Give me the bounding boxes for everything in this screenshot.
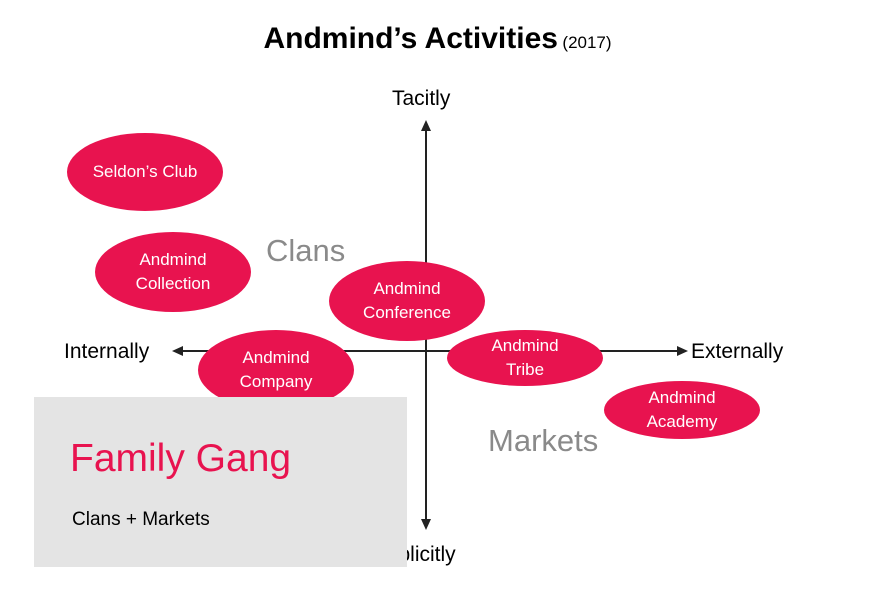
bubble-label: Conference bbox=[363, 303, 451, 322]
bubble-label: Company bbox=[239, 372, 313, 391]
title-year: (2017) bbox=[562, 33, 612, 52]
bubble-andmind-company: Andmind Company bbox=[198, 330, 354, 410]
bubble-andmind-tribe: Andmind Tribe bbox=[447, 330, 603, 386]
diagram-title: Andmind’s Activities (2017) bbox=[0, 22, 875, 56]
bubble-label: Andmind bbox=[373, 279, 441, 298]
bubble-andmind-academy: Andmind Academy bbox=[604, 381, 760, 439]
bubble-label: Academy bbox=[646, 412, 718, 431]
family-gang-title: Family Gang bbox=[70, 437, 292, 480]
title-main: Andmind’s Activities bbox=[263, 22, 558, 55]
vertical-axis-arrow-up bbox=[421, 120, 431, 131]
bubble-andmind-collection: Andmind Collection bbox=[95, 232, 251, 312]
axis-label-left: Internally bbox=[64, 340, 150, 363]
quadrant-label-clans: Clans bbox=[266, 233, 346, 268]
axis-label-right: Externally bbox=[691, 340, 784, 363]
family-gang-subtitle: Clans + Markets bbox=[72, 509, 210, 530]
horizontal-axis-arrow-left bbox=[172, 346, 183, 356]
bubble-label: Andmind bbox=[648, 388, 716, 407]
vertical-axis-arrow-down bbox=[421, 519, 431, 530]
horizontal-axis-arrow-right bbox=[677, 346, 688, 356]
bubble-label: Seldon’s Club bbox=[92, 162, 198, 181]
bubble-label: Andmind bbox=[242, 348, 310, 367]
quadrant-label-markets: Markets bbox=[488, 423, 599, 458]
axis-label-top: Tacitly bbox=[392, 87, 451, 110]
bubble-label: Tribe bbox=[505, 360, 545, 379]
bubble-andmind-conference: Andmind Conference bbox=[329, 261, 485, 341]
bubble-label: Andmind bbox=[139, 250, 207, 269]
bubble-seldons-club: Seldon’s Club bbox=[67, 133, 223, 211]
bubble-label: Andmind bbox=[491, 336, 559, 355]
bubble-label: Collection bbox=[135, 274, 211, 293]
family-gang-box: Family Gang Clans + Markets bbox=[34, 397, 407, 567]
